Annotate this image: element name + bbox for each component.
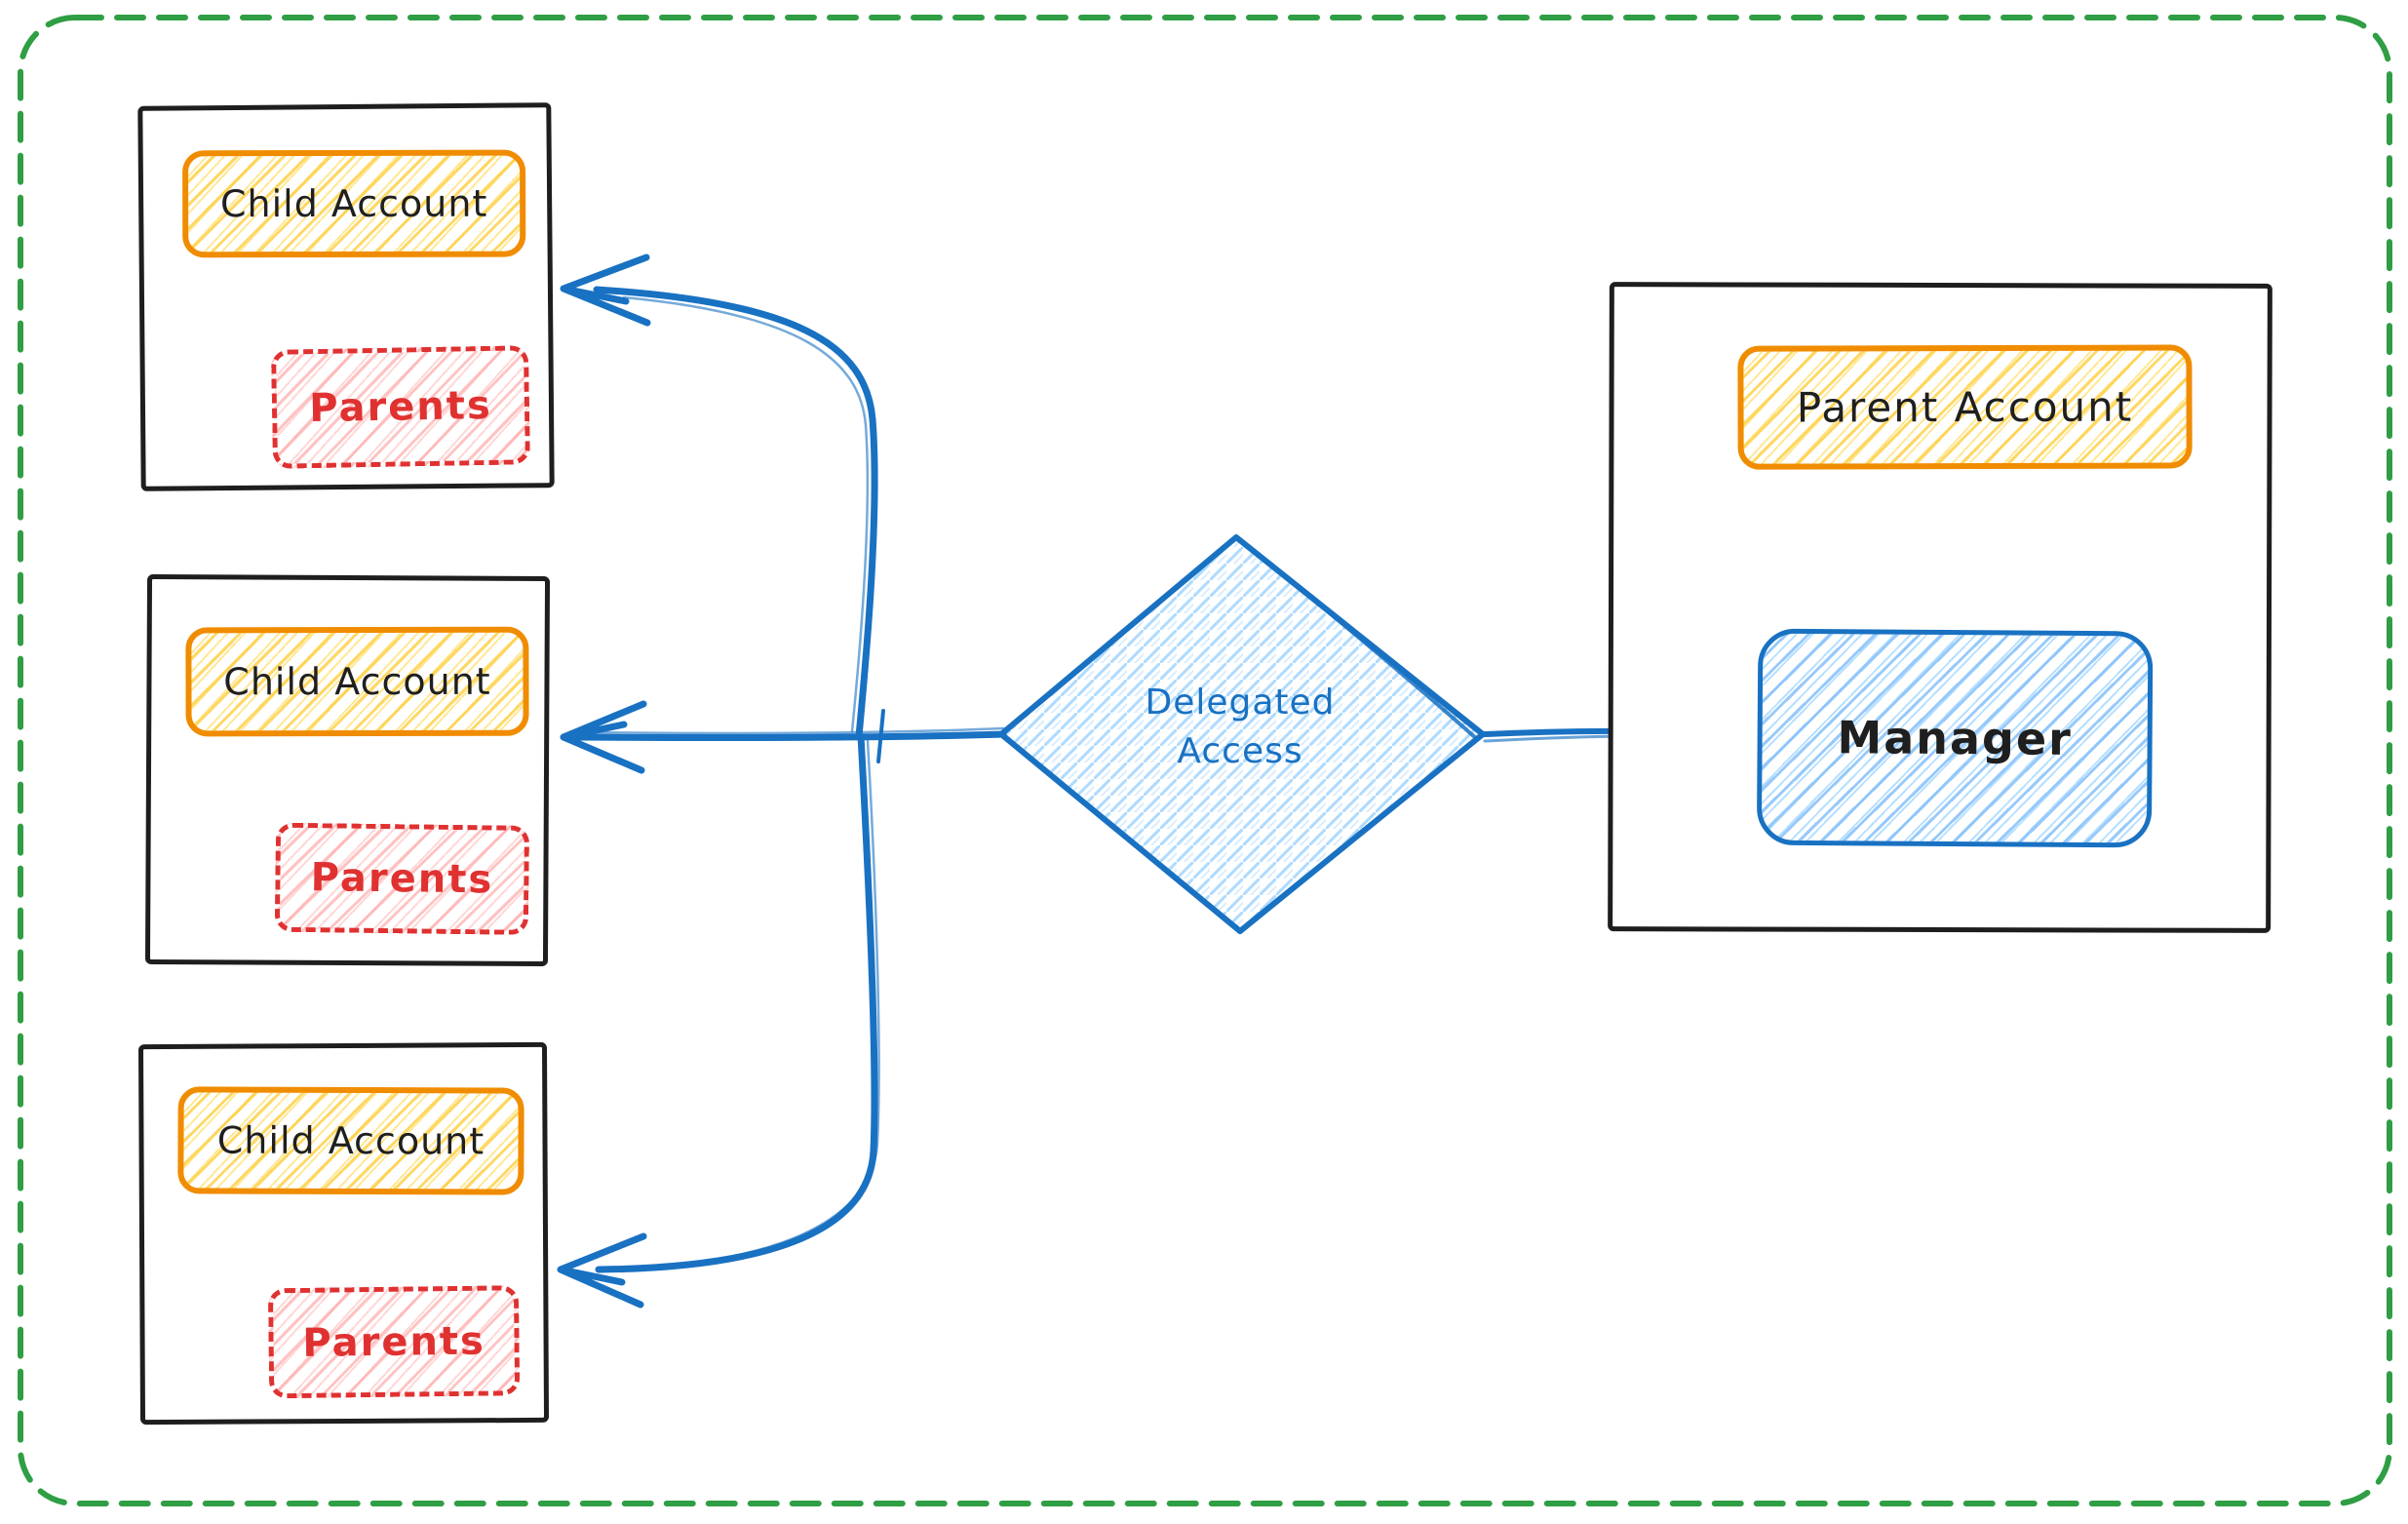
child-account-chip-2: Child Account: [185, 626, 529, 737]
parent-account-label: Parent Account: [1796, 382, 2134, 432]
delegated-access-label: Delegated Access: [1084, 679, 1396, 776]
arrow-to-child-1-sketch: [622, 295, 870, 733]
child-account-box-3: Child Account Parents: [137, 1041, 550, 1426]
junction-tick: [876, 709, 885, 763]
parents-label-1: Parents: [308, 382, 493, 432]
child-account-label-2: Child Account: [223, 659, 491, 704]
parent-account-chip: Parent Account: [1737, 344, 2193, 470]
delegated-access-line2: Access: [1177, 731, 1303, 771]
child-account-box-1: Child Account Parents: [137, 102, 555, 491]
parents-chip-3: Parents: [267, 1285, 521, 1399]
child-account-label-1: Child Account: [219, 181, 488, 226]
delegated-access-diamond: [998, 534, 1486, 934]
dashed-border: [18, 15, 2392, 1506]
parents-chip-2: Parents: [274, 822, 530, 935]
arrow-to-child-3-sketch: [632, 739, 880, 1269]
arrowhead-child-3: [557, 1232, 647, 1309]
child-account-box-2: Child Account Parents: [144, 573, 551, 967]
manager-label: Manager: [1837, 711, 2074, 765]
parents-label-3: Parents: [302, 1318, 486, 1366]
arrow-to-child-2: [573, 730, 1007, 742]
arrowhead-child-1: [560, 254, 651, 327]
manager-chip: Manager: [1756, 628, 2154, 848]
arrow-to-child-1: [593, 286, 878, 740]
parents-chip-1: Parents: [270, 345, 531, 469]
parent-account-box: Parent Account Manager: [1608, 282, 2272, 933]
child-account-chip-1: Child Account: [182, 149, 526, 258]
arrow-to-child-2-sketch: [583, 726, 1005, 735]
parents-label-2: Parents: [310, 855, 494, 903]
arrow-to-child-3: [595, 732, 878, 1273]
child-account-label-3: Child Account: [216, 1118, 485, 1163]
diamond-sketch-stroke: [1241, 540, 1479, 741]
arrowhead-child-2: [560, 700, 647, 774]
child-account-chip-3: Child Account: [177, 1086, 524, 1195]
delegated-access-line1: Delegated: [1145, 683, 1336, 723]
